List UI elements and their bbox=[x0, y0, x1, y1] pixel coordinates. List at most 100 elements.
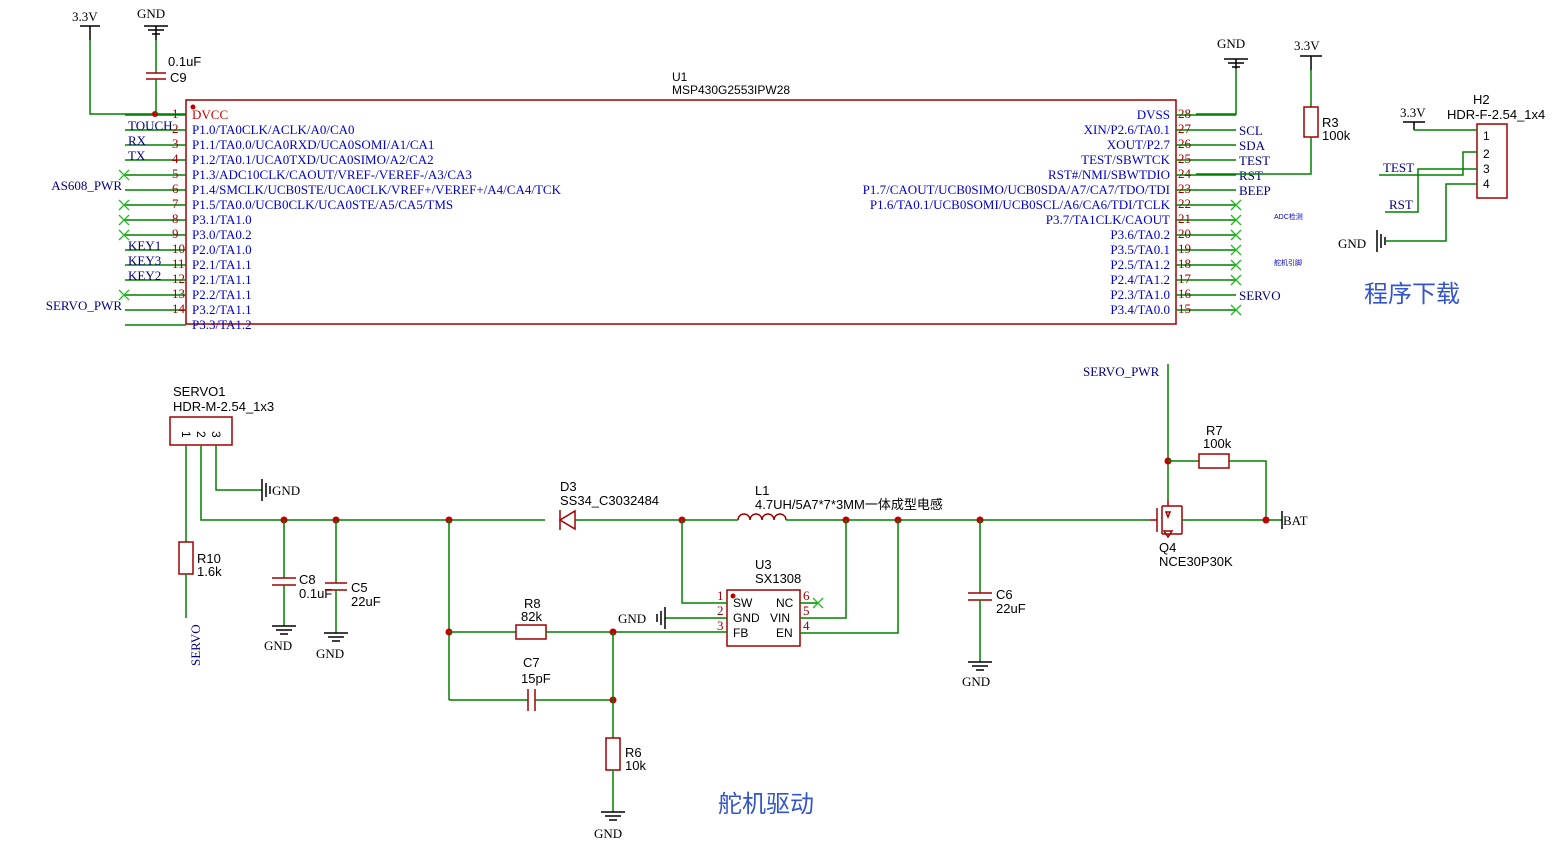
mcu-power-decoupling: 3.3V GND 0.1uF C9 bbox=[72, 6, 201, 117]
u1-right-pin-15-num: 15 bbox=[1178, 301, 1191, 316]
u1-left-pin-6-net: AS608_PWR bbox=[51, 178, 122, 193]
u1-left-pin-3-net: RX bbox=[128, 133, 147, 148]
u1-right-pin-28-name: DVSS bbox=[1137, 107, 1170, 122]
u1-right-pin-24-name: RST#/NMI/SBWTDIO bbox=[1048, 167, 1170, 182]
u1-right-pin-27-num: 27 bbox=[1178, 121, 1192, 136]
c5-value: 22uF bbox=[351, 594, 381, 609]
l1-ref: L1 bbox=[755, 483, 769, 498]
u1-left-pin-14-name: P3.2/TA1.1 bbox=[192, 302, 252, 317]
u1-left-pin-8-name: P3.1/TA1.0 bbox=[192, 212, 252, 227]
r3-ref: R3 bbox=[1322, 115, 1339, 130]
r3-value: 100k bbox=[1322, 128, 1351, 143]
u1-pin1-marker bbox=[190, 104, 196, 110]
h2-pin1: 1 bbox=[1483, 129, 1490, 143]
u1-right-pin-27-net: SCL bbox=[1239, 123, 1263, 138]
u3-name-nc: NC bbox=[776, 596, 794, 610]
u1-left-pin-x14: P3.3/TA1.2 bbox=[125, 317, 252, 332]
boost-converter: D3 SS34_C3032484 L1 4.7UH/5A7*7*3MM一体成型电… bbox=[445, 479, 1150, 841]
r10-value: 1.6k bbox=[197, 564, 222, 579]
u3-pin3: 3 bbox=[717, 618, 724, 633]
u1-left-pin-11-net: KEY3 bbox=[128, 253, 161, 268]
u1-right-pin-25-num: 25 bbox=[1178, 151, 1191, 166]
c8-value: 0.1uF bbox=[299, 586, 332, 601]
note-small-2: 舵机引脚 bbox=[1274, 258, 1302, 267]
net-rst-h2: RST bbox=[1389, 197, 1413, 212]
gnd-label-dvss: GND bbox=[1217, 36, 1245, 51]
u1-left-pin-12-name: P2.1/TA1.1 bbox=[192, 272, 252, 287]
d3-value: SS34_C3032484 bbox=[560, 493, 659, 508]
u3-ref: U3 bbox=[755, 557, 772, 572]
u3-name-en: EN bbox=[776, 626, 793, 640]
u1-designator: U1 bbox=[672, 70, 688, 84]
u1-left-pin-7-num: 7 bbox=[172, 196, 179, 211]
u1-right-pin-25-name: TEST/SBWTCK bbox=[1081, 152, 1170, 167]
servo1-pin2: 2 bbox=[194, 431, 208, 438]
c6-ref: C6 bbox=[996, 587, 1013, 602]
c7-value: 15pF bbox=[521, 671, 551, 686]
c6-value: 22uF bbox=[996, 601, 1026, 616]
u1-left-pin-7-name: P1.5/TA0.0/UCB0CLK/UCA0STE/A5/CA5/TMS bbox=[192, 197, 453, 212]
u3-pin1: 1 bbox=[717, 588, 724, 603]
u1-left-pin-12-num: 12 bbox=[172, 271, 185, 286]
u1-right-pin-27-name: XIN/P2.6/TA0.1 bbox=[1084, 122, 1170, 137]
u1-left-pin-8-num: 8 bbox=[172, 211, 179, 226]
u1-part-number: MSP430G2553IPW28 bbox=[672, 83, 790, 97]
note-servo-drive: 舵机驱动 bbox=[718, 790, 814, 818]
u3-pin2: 2 bbox=[717, 603, 724, 618]
u1-left-pin-10-net: KEY1 bbox=[128, 238, 161, 253]
u1-left-pin-4-net: TX bbox=[128, 148, 146, 163]
u1-left-pin-3-num: 3 bbox=[172, 136, 179, 151]
servo1-value: HDR-M-2.54_1x3 bbox=[173, 399, 274, 414]
gnd-label-h2: GND bbox=[1338, 236, 1366, 251]
u1-right-pin-16-name: P2.3/TA1.0 bbox=[1110, 287, 1170, 302]
u1-right-pin-23-name: P1.7/CAOUT/UCB0SIMO/UCB0SDA/A7/CA7/TDO/T… bbox=[863, 182, 1170, 197]
u1-right-pin-26-name: XOUT/P2.7 bbox=[1107, 137, 1171, 152]
u1-left-pin-5-name: P1.3/ADC10CLK/CAOUT/VREF-/VEREF-/A3/CA3 bbox=[192, 167, 472, 182]
q4-ref: Q4 bbox=[1159, 540, 1176, 555]
u1-left-pin-2-net: TOUCH bbox=[128, 118, 173, 133]
u1-right-pin-25-net: TEST bbox=[1239, 153, 1270, 168]
servo1-ref: SERVO1 bbox=[173, 384, 226, 399]
r3-body bbox=[1303, 106, 1319, 138]
r7-ref: R7 bbox=[1206, 423, 1223, 438]
servo1-pin3: 3 bbox=[209, 431, 223, 438]
h2-pin4: 4 bbox=[1483, 177, 1490, 191]
u1-left-pin-14-net: SERVO_PWR bbox=[46, 298, 123, 313]
u1-right-pin-22-name: P1.6/TA0.1/UCB0SOMI/UCB0SCL/A6/CA6/TDI/T… bbox=[870, 197, 1171, 212]
u1-left-pin-3: 3 P1.1/TA0.0/UCA0RXD/UCA0SOMI/A1/CA1 RX bbox=[125, 133, 434, 152]
u1-right-pin-15: 15 P3.4/TA0.0 bbox=[1110, 301, 1242, 317]
u1-left-pin-4-name: P1.2/TA0.1/UCA0TXD/UCA0SIMO/A2/CA2 bbox=[192, 152, 434, 167]
u1-left-pin-11-name: P2.1/TA1.1 bbox=[192, 257, 252, 272]
u1-right-pin-24: 24 RST#/NMI/SBWTDIO RST bbox=[1048, 166, 1263, 183]
power-switch-q4: SERVO_PWR R7 100k BAT Q4 NCE30P30K bbox=[1083, 364, 1308, 569]
u1-left-pin-10-name: P2.0/TA1.0 bbox=[192, 242, 252, 257]
r6-ref: R6 bbox=[625, 745, 642, 760]
u1-left-pin-12-net: KEY2 bbox=[128, 268, 161, 283]
l1-value: 4.7UH/5A7*7*3MM一体成型电感 bbox=[755, 497, 943, 512]
u1-right-pin-24-num: 24 bbox=[1178, 166, 1192, 181]
u1-left-pin-2-name: P1.0/TA0CLK/ACLK/A0/CA0 bbox=[192, 122, 355, 137]
net-test-h2: TEST bbox=[1383, 160, 1414, 175]
d3-body bbox=[558, 509, 576, 531]
u1-right-pin-24-net: RST bbox=[1239, 168, 1263, 183]
u1-left-pin-13-num: 13 bbox=[172, 286, 185, 301]
u1-right-pin-18-name: P2.5/TA1.2 bbox=[1110, 257, 1170, 272]
u3-name-vin: VIN bbox=[770, 611, 790, 625]
u1-left-pin-3-name: P1.1/TA0.0/UCA0RXD/UCA0SOMI/A1/CA1 bbox=[192, 137, 434, 152]
h2-value: HDR-F-2.54_1x4 bbox=[1447, 107, 1545, 122]
net-servo-r10: SERVO bbox=[188, 624, 203, 666]
gnd-label-c8: GND bbox=[264, 638, 292, 653]
net-bat: BAT bbox=[1283, 513, 1308, 528]
output-caps: C8 0.1uF GND C5 22uF GND bbox=[264, 516, 453, 661]
c9-ref: C9 bbox=[170, 70, 187, 85]
u1-right-pin-15-name: P3.4/TA0.0 bbox=[1110, 302, 1170, 317]
